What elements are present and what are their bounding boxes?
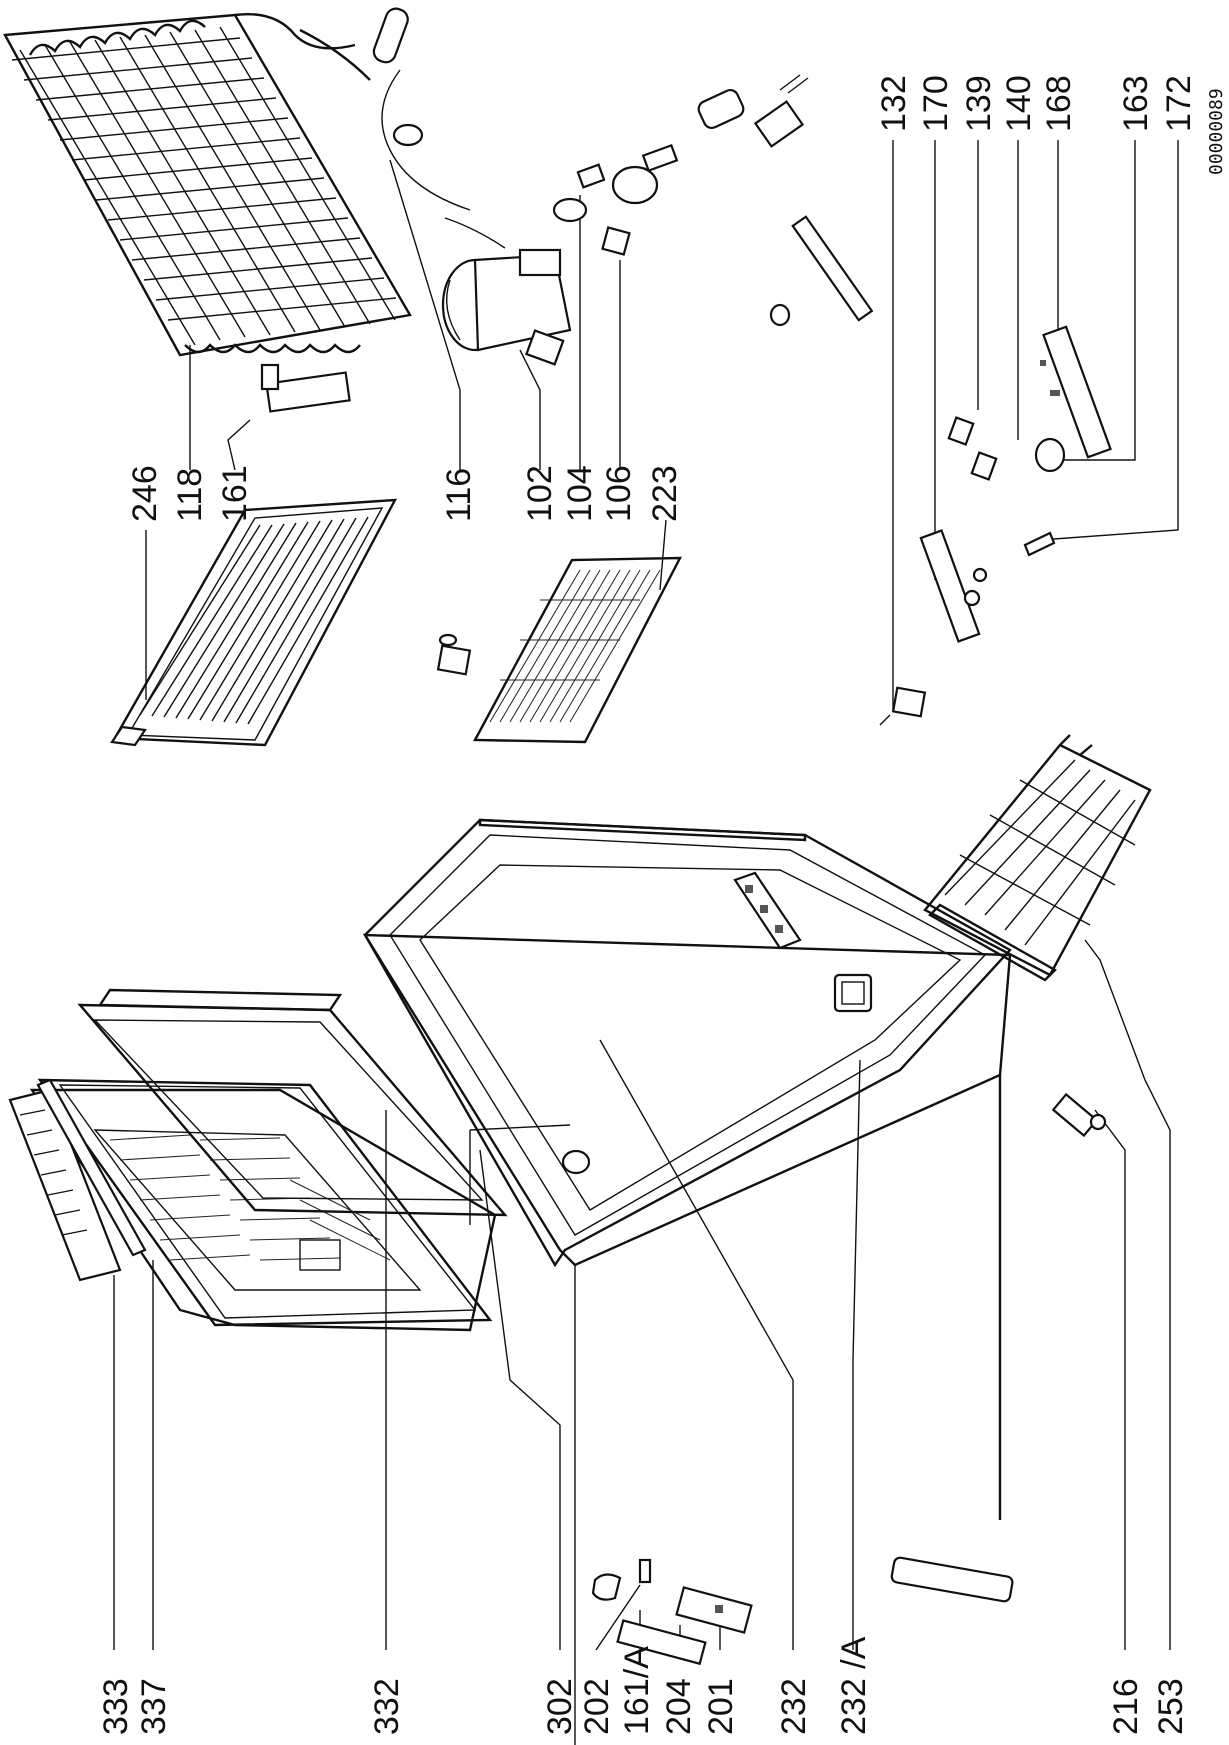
lid-handle [8,1078,147,1282]
label-168: 168 [1040,75,1078,132]
lid-332 [29,1078,497,1332]
label-163: 163 [1117,75,1155,132]
basket-253 [923,734,1152,982]
label-102: 102 [521,465,559,522]
label-253: 253 [1152,1678,1190,1735]
compressor [381,69,572,366]
label-302: 302 [541,1678,579,1735]
label-161a: 161/A [618,1646,656,1735]
thermostat-assembly [879,325,1112,726]
bracket-161 [260,363,351,413]
label-204: 204 [660,1678,698,1735]
label-106: 106 [600,465,638,522]
label-172: 172 [1160,75,1198,132]
label-337: 337 [135,1678,173,1735]
label-104: 104 [561,465,599,522]
label-132: 132 [875,75,913,132]
label-140: 140 [1000,75,1038,132]
electrical-components [436,74,874,676]
label-201: 201 [702,1678,740,1735]
label-232: 232 [775,1678,813,1735]
cabinet-232 [362,818,1012,1745]
rear-grille-246 [110,498,398,747]
label-232a: 232 /A [835,1636,873,1735]
label-223: 223 [646,465,684,522]
document-id: 00000089 [1206,88,1227,175]
label-332: 332 [368,1678,406,1735]
label-139: 139 [960,75,998,132]
label-246: 246 [126,465,164,522]
label-170: 170 [917,75,955,132]
label-161: 161 [216,465,254,522]
label-116: 116 [440,468,478,522]
label-118: 118 [171,468,209,522]
part-labels: 333 337 332 302 202 161/A 204 201 232 23… [97,75,1227,1735]
hinge-and-lock-parts [591,1092,1107,1666]
label-333: 333 [97,1678,135,1735]
leader-lines [113,140,1179,1651]
grille-223 [473,556,682,744]
condenser-coil [3,7,412,357]
label-216: 216 [1107,1678,1145,1735]
label-202: 202 [578,1678,616,1735]
gasket-frame-302 [77,988,508,1217]
